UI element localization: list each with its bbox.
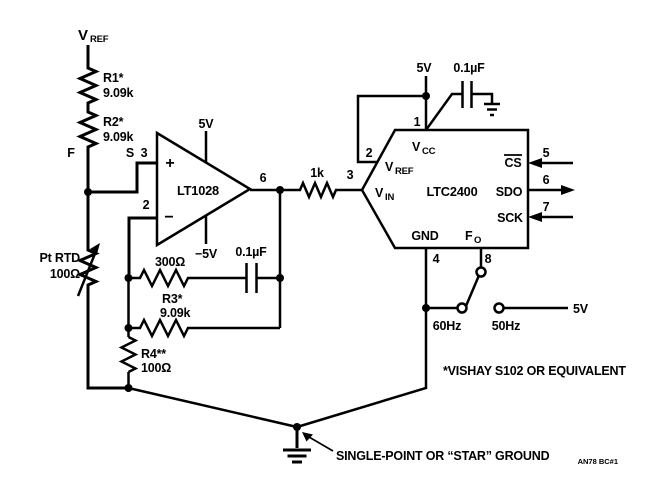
adc-pin5: 5: [543, 146, 550, 160]
opamp-minus-sign: −: [164, 209, 173, 226]
r2-value: 9.09k: [103, 130, 134, 144]
rtd-arrow-head: [90, 243, 100, 254]
adc-cs-label: CS: [505, 156, 522, 170]
junction-output: [276, 186, 284, 194]
r3-value: 9.09k: [160, 306, 191, 320]
adc-pin7: 7: [543, 200, 550, 214]
r2-name: R2*: [103, 115, 124, 129]
adc-vcc-main: V: [412, 140, 421, 154]
resistor-r4: [118, 335, 139, 374]
opamp-triangle: [155, 130, 253, 248]
r300-label: 300Ω: [155, 255, 185, 269]
cap-fb-label: 0.1µF: [235, 245, 267, 259]
opamp-pin6: 6: [260, 171, 267, 185]
wire-5v-to-vref: [356, 94, 426, 164]
junction-rail-sense: [84, 188, 92, 196]
top-5v-label: 5V: [417, 61, 433, 75]
vref-label-main: V: [78, 27, 88, 44]
wire-output-1k: [250, 179, 362, 201]
adc-sdo-label: SDO: [496, 185, 523, 199]
junction-fb-right: [276, 274, 284, 282]
pin7-arrow: [528, 212, 542, 222]
adc-pin2: 2: [366, 146, 373, 160]
switch-5v-label: 5V: [573, 302, 589, 316]
top-cap-label: 0.1µF: [453, 61, 485, 75]
adc-gnd-label: GND: [411, 229, 438, 243]
rtd-value: 100Ω: [50, 267, 80, 281]
adc-fo-main: F: [465, 229, 473, 243]
adc-vin-main: V: [375, 186, 384, 200]
adc-fo-sub: O: [474, 235, 481, 246]
adc-sck-label: SCK: [497, 211, 523, 225]
adc-pin8: 8: [485, 252, 492, 266]
doc-id: AN78 BC#1: [578, 457, 618, 466]
note-vishay: *VISHAY S102 OR EQUIVALENT: [443, 364, 626, 378]
r4-value: 100Ω: [141, 361, 171, 375]
r3-name: R3*: [162, 292, 183, 306]
label-60hz: 60Hz: [433, 319, 461, 333]
junction-fb-left-top: [124, 274, 133, 282]
switch-lever: [464, 276, 480, 307]
wire-star-left: [128, 386, 298, 429]
note-star-ground: SINGLE-POINT OR “STAR” GROUND: [336, 449, 550, 463]
wire-inverting: [127, 216, 157, 278]
switch-contact-fo: [475, 266, 487, 278]
adc-pin3: 3: [347, 168, 354, 182]
pin5-arrow: [528, 158, 542, 168]
junction-fb-left-mid: [124, 324, 133, 332]
adc-vref-sub: REF: [395, 166, 414, 177]
adc-pin1: 1: [414, 115, 421, 129]
resistor-300: [128, 267, 246, 289]
adc-vin-sub: IN: [385, 192, 394, 203]
r1-name: R1*: [103, 71, 124, 85]
label-50hz: 50Hz: [492, 319, 520, 333]
r1-value: 9.09k: [103, 86, 134, 100]
adc-vref-main: V: [385, 160, 394, 174]
adc-name: LTC2400: [427, 184, 478, 199]
adc-pin6: 6: [543, 173, 550, 187]
sense-label: S: [126, 146, 134, 160]
rtd-name: Pt RTD: [40, 251, 81, 265]
opamp-pin3: 3: [141, 146, 148, 160]
adc-pin4: 4: [433, 252, 440, 266]
pin6-arrow: [561, 185, 575, 195]
opamp-name: LT1028: [177, 183, 219, 198]
wire-cap-top-right: [472, 92, 494, 103]
vref-label-sub: REF: [90, 34, 109, 45]
switch-contact-50hz: [493, 302, 505, 314]
junction-5v: [422, 92, 430, 100]
star-note-arrow-head: [302, 432, 313, 442]
resistor-r3: [128, 317, 280, 339]
r4-name: R4**: [141, 347, 166, 361]
wire-vref-rail: [76, 45, 129, 390]
switch-contact-60hz: [456, 302, 468, 314]
opamp-pin2: 2: [143, 198, 150, 212]
star-note-arrow-line: [308, 436, 334, 452]
r1k-label: 1k: [310, 166, 324, 180]
wire-sense: [88, 161, 157, 194]
opamp-supply-pos: 5V: [199, 117, 215, 131]
wire-cap-top-left: [424, 92, 462, 131]
opamp-supply-neg: −5V: [195, 247, 218, 261]
rtd-arrow-line: [76, 250, 98, 297]
wire-gnd-pin: [296, 248, 428, 429]
adc-vcc-sub: CC: [422, 146, 436, 157]
opamp-plus-sign: +: [165, 155, 174, 172]
force-label: F: [67, 146, 75, 160]
